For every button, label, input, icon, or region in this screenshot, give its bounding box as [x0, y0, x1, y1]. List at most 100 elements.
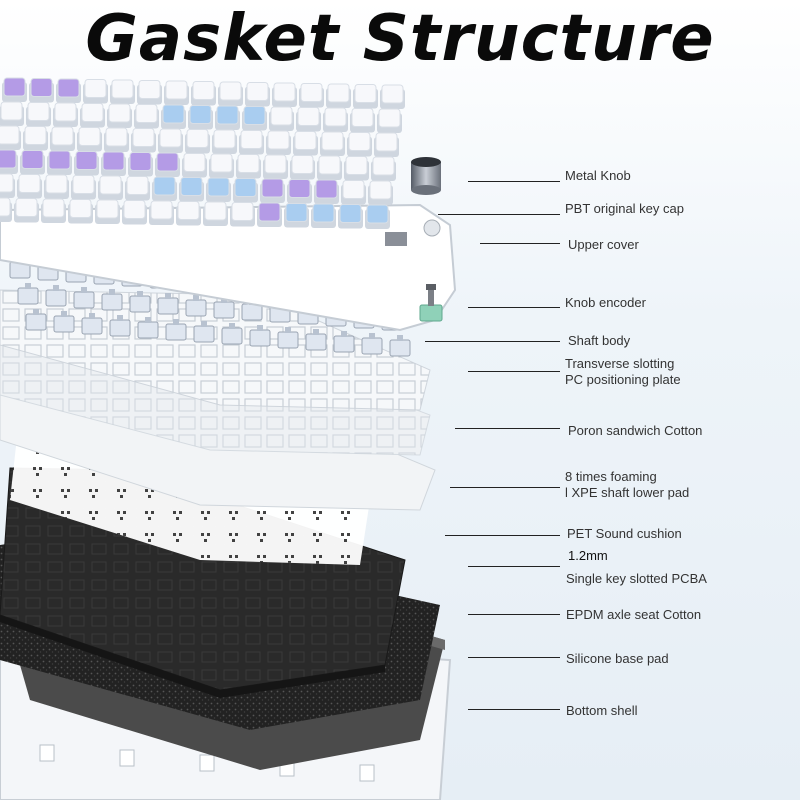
knob-encoder-part — [419, 284, 443, 322]
keycap — [44, 174, 69, 199]
switch — [185, 295, 207, 317]
leader-line-pcba — [468, 566, 560, 567]
keycap — [155, 152, 180, 177]
keycap — [125, 176, 150, 201]
keycap — [20, 150, 45, 175]
keycap — [269, 106, 294, 131]
keycap — [245, 82, 270, 107]
keycap — [296, 107, 321, 132]
keycap — [128, 152, 153, 177]
switch — [333, 331, 355, 353]
keycap — [212, 129, 237, 154]
switch — [25, 309, 47, 331]
switch — [157, 293, 179, 315]
switch — [73, 287, 95, 309]
keycap — [353, 84, 378, 109]
keycap — [239, 130, 264, 155]
keycap — [287, 179, 312, 204]
keycap — [185, 129, 210, 154]
keycap — [107, 103, 132, 128]
keycap — [14, 198, 39, 223]
keycap — [176, 201, 201, 226]
leader-line-shaft-body — [425, 341, 560, 342]
keycap — [344, 156, 369, 181]
switch — [129, 291, 151, 313]
keycap — [0, 173, 15, 198]
switch — [17, 283, 39, 305]
label-pc-plate: Transverse slotting PC positioning plate — [565, 356, 681, 387]
label-silicone: Silicone base pad — [566, 651, 669, 666]
switch — [389, 335, 411, 357]
keycap — [191, 81, 216, 106]
leader-line-pbt-key-cap — [438, 214, 560, 215]
keycap — [320, 131, 345, 156]
keycap — [338, 204, 363, 229]
label-pcba-heading: 1.2mm — [568, 548, 608, 563]
leader-line-xpe — [450, 487, 560, 488]
switch — [81, 313, 103, 335]
keycap — [179, 177, 204, 202]
keycap — [23, 126, 48, 151]
keycap — [215, 105, 240, 130]
keycap — [80, 103, 105, 128]
leader-line-silicone — [468, 657, 560, 658]
keycap — [98, 175, 123, 200]
keycap — [299, 83, 324, 108]
label-upper-cover: Upper cover — [568, 237, 639, 252]
leader-line-metal-knob — [468, 181, 560, 182]
keycap — [110, 79, 135, 104]
label-poron: Poron sandwich Cotton — [568, 423, 703, 438]
keycap — [95, 199, 120, 224]
switch — [361, 333, 383, 355]
keycap — [41, 198, 66, 223]
keycap — [131, 128, 156, 153]
switch — [249, 325, 271, 347]
screen-window — [385, 232, 407, 246]
label-bottom-shell: Bottom shell — [566, 703, 638, 718]
label-knob-encoder: Knob encoder — [565, 295, 646, 310]
switch — [101, 289, 123, 311]
keycap — [134, 104, 159, 129]
keycap — [377, 108, 402, 133]
keycap — [311, 203, 336, 228]
keycap — [284, 203, 309, 228]
upper-cover-layer — [0, 203, 457, 332]
keycap — [26, 102, 51, 127]
leader-line-pet — [445, 535, 560, 536]
keycap — [317, 155, 342, 180]
keycap — [314, 179, 339, 204]
label-shaft-body: Shaft body — [568, 333, 631, 348]
keycap — [0, 197, 12, 222]
keycap — [77, 127, 102, 152]
keycap — [53, 102, 78, 127]
keycap — [188, 105, 213, 130]
keycap — [122, 200, 147, 225]
keycap — [371, 156, 396, 181]
keycap — [2, 77, 27, 102]
label-pcba: Single key slotted PCBA — [566, 571, 707, 586]
switch — [109, 315, 131, 337]
keycap — [137, 80, 162, 105]
keycap — [17, 174, 42, 199]
keycap — [341, 180, 366, 205]
leader-line-bottom-shell — [468, 709, 560, 710]
switch — [45, 285, 67, 307]
switch — [193, 321, 215, 343]
keycap — [374, 132, 399, 157]
keycap — [230, 202, 255, 227]
switch — [277, 327, 299, 349]
keycap — [182, 153, 207, 178]
keycap — [260, 178, 285, 203]
keycap — [152, 176, 177, 201]
keycap — [47, 150, 72, 175]
label-epdm: EPDM axle seat Cotton — [566, 607, 702, 622]
keycap — [203, 201, 228, 226]
leader-line-poron — [455, 428, 560, 429]
keycap — [257, 202, 282, 227]
switch — [165, 319, 187, 341]
keycap — [365, 204, 390, 229]
keycap — [293, 131, 318, 156]
keycap — [323, 107, 348, 132]
keycap — [104, 127, 129, 152]
